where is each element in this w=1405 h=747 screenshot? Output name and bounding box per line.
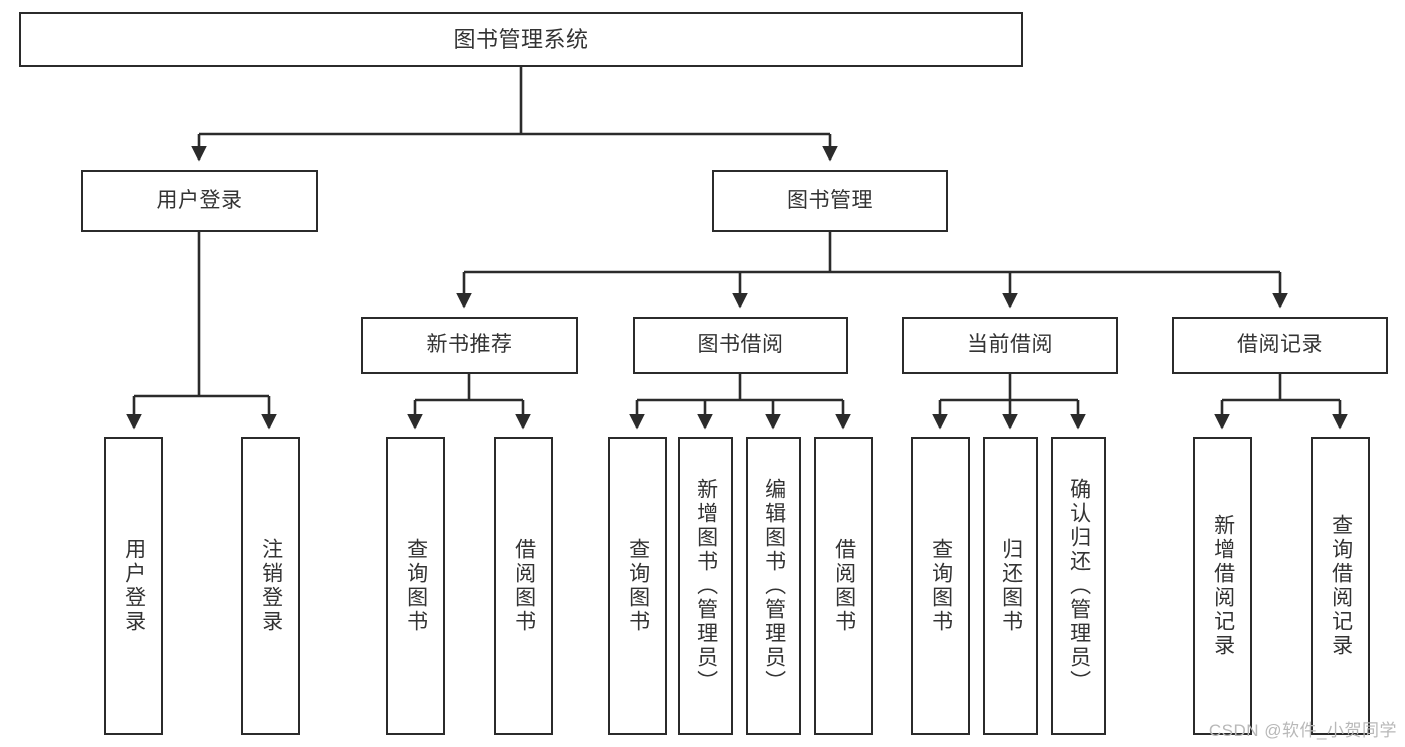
leaf-query-borrow-record[interactable]: 查询借阅记录 <box>1311 437 1370 735</box>
node-label: 图书管理系统 <box>453 26 589 52</box>
node-label: 新增图书（管理员） <box>694 478 718 694</box>
node-root-book-management-system[interactable]: 图书管理系统 <box>19 12 1023 67</box>
node-book-management[interactable]: 图书管理 <box>712 170 948 232</box>
node-label: 用户登录 <box>122 538 146 634</box>
node-label: 借阅图书 <box>512 538 536 634</box>
leaf-return-book[interactable]: 归还图书 <box>983 437 1038 735</box>
node-borrow-record[interactable]: 借阅记录 <box>1172 317 1388 374</box>
node-label: 查询图书 <box>929 538 953 634</box>
leaf-user-login[interactable]: 用户登录 <box>104 437 163 735</box>
node-current-borrow[interactable]: 当前借阅 <box>902 317 1118 374</box>
leaf-edit-book-admin[interactable]: 编辑图书（管理员） <box>746 437 801 735</box>
node-label: 图书管理 <box>787 188 873 212</box>
leaf-borrow-book-borrow[interactable]: 借阅图书 <box>814 437 873 735</box>
node-label: 确认归还（管理员） <box>1067 478 1091 694</box>
leaf-query-book-current[interactable]: 查询图书 <box>911 437 970 735</box>
node-label: 用户登录 <box>156 188 243 212</box>
node-label: 借阅记录 <box>1237 333 1323 357</box>
csdn-watermark: CSDN @软件_小贺同学 <box>1208 721 1397 740</box>
leaf-logout[interactable]: 注销登录 <box>241 437 300 735</box>
node-label: 查询借阅记录 <box>1329 514 1353 658</box>
node-user-login[interactable]: 用户登录 <box>81 170 318 232</box>
node-label: 当前借阅 <box>967 333 1053 357</box>
node-label: 借阅图书 <box>832 538 856 634</box>
node-label: 新增借阅记录 <box>1211 514 1235 658</box>
node-book-borrow[interactable]: 图书借阅 <box>633 317 848 374</box>
node-label: 编辑图书（管理员） <box>762 478 786 694</box>
node-new-book-recommend[interactable]: 新书推荐 <box>361 317 578 374</box>
leaf-borrow-book-recommend[interactable]: 借阅图书 <box>494 437 553 735</box>
leaf-add-borrow-record[interactable]: 新增借阅记录 <box>1193 437 1252 735</box>
node-label: 新书推荐 <box>426 333 513 357</box>
node-label: 查询图书 <box>404 538 428 634</box>
node-label: 查询图书 <box>626 538 650 634</box>
node-label: 归还图书 <box>999 538 1023 634</box>
node-label: 图书借阅 <box>697 333 784 357</box>
node-label: 注销登录 <box>259 538 283 634</box>
leaf-add-book-admin[interactable]: 新增图书（管理员） <box>678 437 733 735</box>
leaf-query-book-borrow[interactable]: 查询图书 <box>608 437 667 735</box>
leaf-query-book-recommend[interactable]: 查询图书 <box>386 437 445 735</box>
leaf-confirm-return-admin[interactable]: 确认归还（管理员） <box>1051 437 1106 735</box>
